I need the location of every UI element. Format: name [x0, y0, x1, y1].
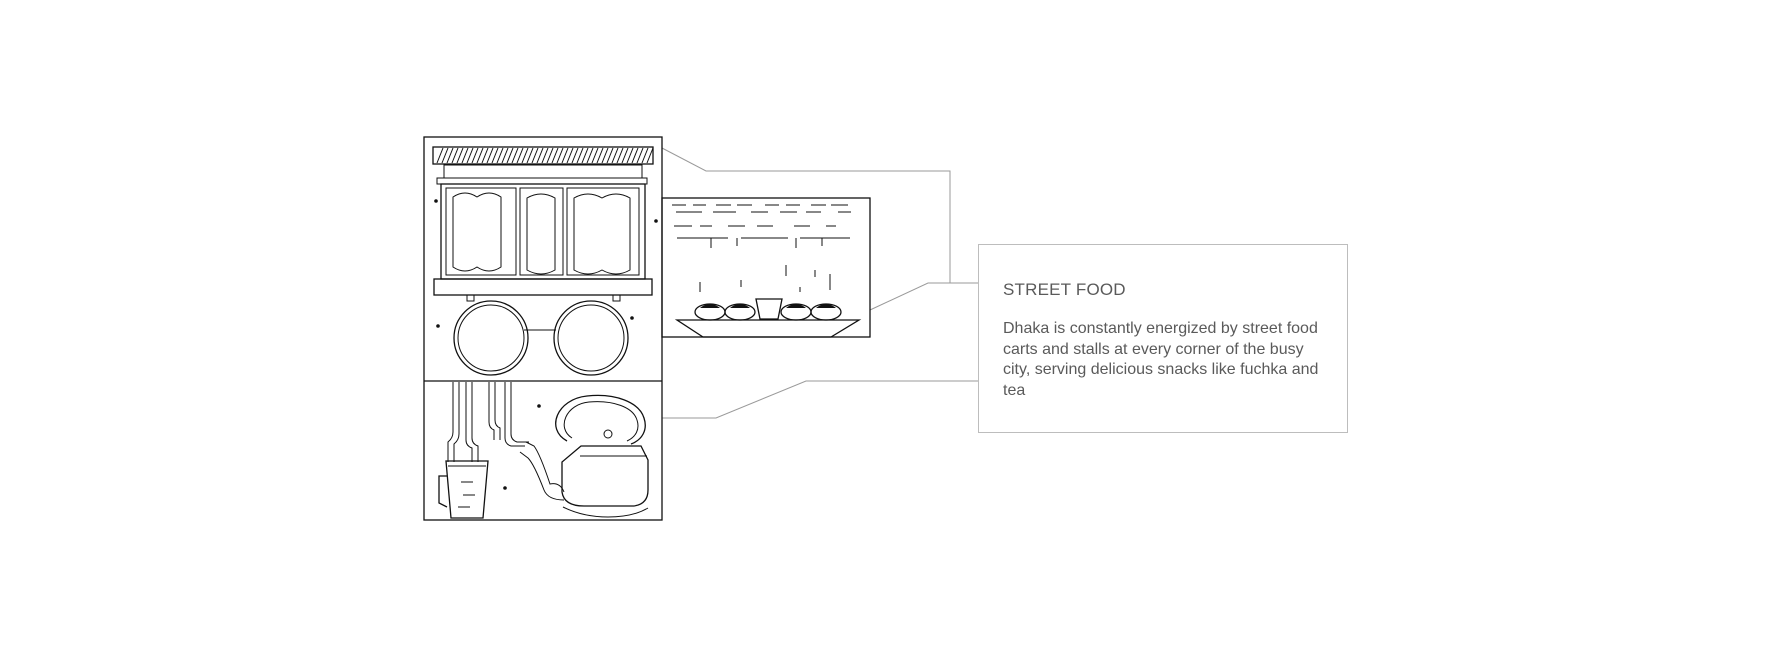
- info-card-description: Dhaka is constantly energized by street …: [1003, 320, 1319, 399]
- cart-wheel-left: [453, 300, 529, 376]
- cart-awning: [432, 146, 654, 165]
- cart-wheels: [453, 300, 629, 376]
- tea-glass-icon: [438, 460, 489, 519]
- info-card: STREET FOOD Dhaka is constantly energize…: [978, 244, 1348, 433]
- leader-lines: [661, 147, 978, 419]
- cart-counter: [433, 278, 653, 296]
- fuchka-panel: [661, 197, 871, 338]
- cart-wheel-right: [553, 300, 629, 376]
- fuchka-steam: [672, 204, 851, 292]
- kettle-icon: [519, 394, 649, 518]
- food-cart-panel: [423, 136, 663, 521]
- leader-line-top: [661, 147, 978, 284]
- info-card-title: STREET FOOD: [1003, 280, 1126, 299]
- steam-lines: [447, 382, 529, 462]
- leader-line-middle: [869, 282, 950, 311]
- fuchka-plate: [674, 298, 862, 338]
- cart-display-case: [440, 183, 646, 280]
- leader-line-bottom: [662, 380, 978, 419]
